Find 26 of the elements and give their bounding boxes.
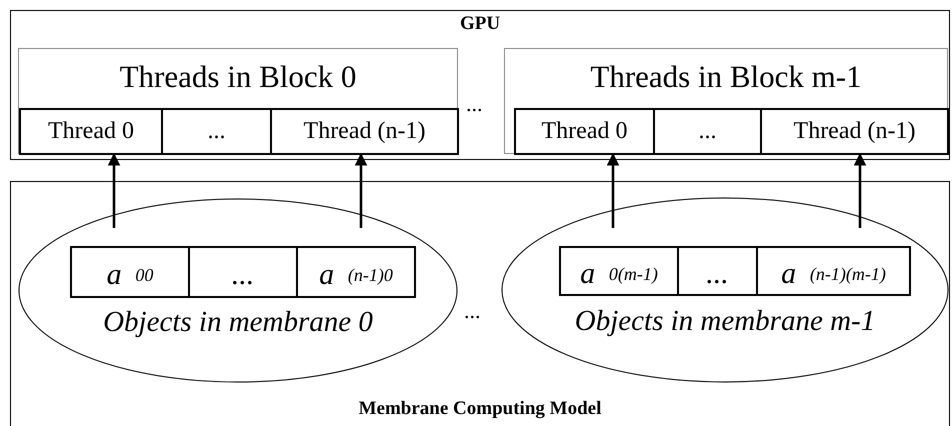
object-cell: ... <box>190 246 298 298</box>
object-cell: ... <box>679 246 758 296</box>
thread-cell: Thread (n-1) <box>272 108 459 155</box>
membrane-label: Objects in membrane 0 <box>102 308 374 337</box>
gpu-panel <box>10 10 950 160</box>
thread-cell: Thread 0 <box>19 108 163 155</box>
block-box <box>18 48 458 154</box>
membrane-ellipse <box>18 198 458 383</box>
arrow <box>854 153 866 228</box>
block-heading: Threads in Block 0 <box>118 61 358 92</box>
panel-title: GPU <box>458 14 502 33</box>
ellipsis-label: ... <box>466 93 482 115</box>
thread-cell: ... <box>655 108 762 155</box>
model-panel <box>10 181 950 426</box>
ellipsis-label: ... <box>464 300 480 322</box>
arrow <box>108 153 120 228</box>
block-heading: Threads in Block m-1 <box>589 61 863 92</box>
thread-cell: Thread 0 <box>514 108 655 155</box>
arrow <box>354 153 368 228</box>
block-box <box>504 48 948 154</box>
thread-cell: Thread (n-1) <box>762 108 949 155</box>
membrane-ellipse <box>501 197 949 383</box>
panel-title: Membrane Computing Model <box>358 399 602 418</box>
arrow <box>606 153 620 228</box>
thread-cell: ... <box>163 108 272 155</box>
membrane-label: Objects in membrane m-1 <box>574 307 876 336</box>
